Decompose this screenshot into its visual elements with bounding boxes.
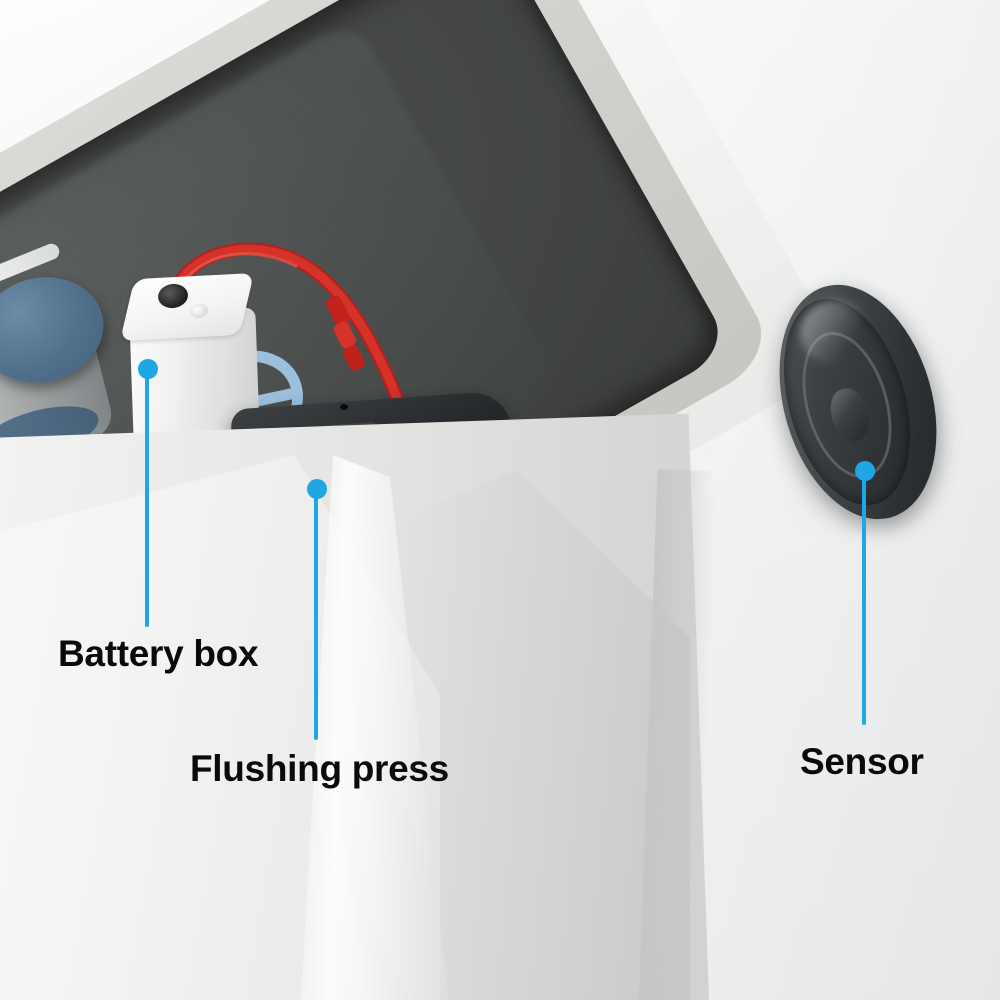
callout-line-battery-box — [145, 375, 149, 627]
callout-dot-sensor — [855, 461, 875, 481]
callout-line-sensor — [862, 477, 866, 725]
flushing-press-vent-hole — [340, 404, 348, 410]
callout-label-battery-box: Battery box — [58, 633, 259, 674]
callout-label-flushing-press: Flushing press — [190, 748, 449, 789]
battery-box-top — [119, 272, 255, 342]
callout-line-flushing-press — [314, 496, 318, 740]
callout-dot-battery-box — [138, 359, 158, 379]
callout-label-sensor: Sensor — [800, 741, 924, 782]
callout-dot-flushing-press — [307, 479, 327, 499]
